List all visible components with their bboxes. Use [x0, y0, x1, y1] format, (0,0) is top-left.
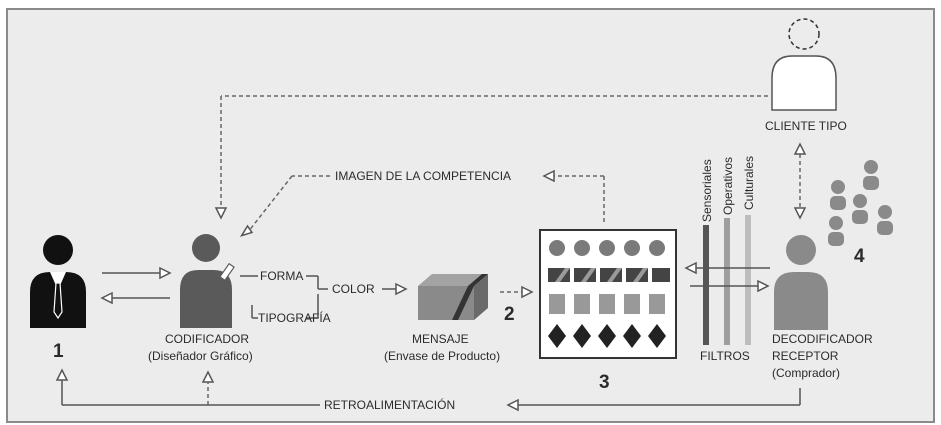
shelf-products-panel [539, 229, 677, 359]
label-number-2: 2 [504, 304, 515, 325]
color-label: COLOR [332, 282, 375, 296]
cliente-tipo-icon [771, 18, 837, 111]
forma-label: FORMA [260, 269, 303, 283]
receptor-label: RECEPTOR [772, 349, 839, 363]
imagen-competencia-label: IMAGEN DE LA COMPETENCIA [335, 169, 511, 183]
filtros-arrows [684, 261, 770, 293]
codificador-icon [180, 234, 235, 328]
retroalimentacion-loop [55, 368, 801, 412]
tipografia-label: TIPOGRAFÍA [258, 310, 331, 325]
filtros-bars [703, 215, 751, 345]
person-1-icon [30, 235, 86, 328]
codificador-sublabel: (Diseñador Gráfico) [148, 349, 253, 363]
filtros-label: FILTROS [700, 349, 750, 363]
cliente-tipo-label: CLIENTE TIPO [765, 119, 847, 133]
filtro-operativos-label: Operativos [721, 157, 735, 215]
cliente-to-codificador-arrow [214, 95, 768, 220]
codificador-label: CODIFICADOR [165, 332, 249, 346]
mensaje-to-shelf-arrow [500, 285, 534, 299]
label-number-3: 3 [599, 372, 610, 393]
mensaje-label: MENSAJE [412, 332, 469, 346]
filtro-sensoriales-label: Sensoriales [700, 159, 714, 222]
label-number-1: 1 [53, 341, 64, 362]
decodificador-label: DECODIFICADOR [772, 332, 873, 346]
competencia-arrows [239, 169, 605, 237]
mensaje-sublabel: (Envase de Producto) [384, 349, 500, 363]
mensaje-box-icon [418, 274, 488, 320]
decodificador-icon [774, 235, 828, 330]
cliente-decodificador-arrow [793, 142, 807, 220]
color-arrow [395, 282, 408, 296]
exchange-arrows [100, 266, 172, 305]
filtro-culturales-label: Culturales [742, 156, 756, 210]
people-group-icon [828, 160, 893, 246]
forma-tipografia-bracket [240, 275, 328, 319]
label-number-4: 4 [854, 246, 865, 267]
retroalimentacion-label: RETROALIMENTACIÓN [324, 397, 455, 412]
comprador-label: (Comprador) [772, 366, 840, 380]
